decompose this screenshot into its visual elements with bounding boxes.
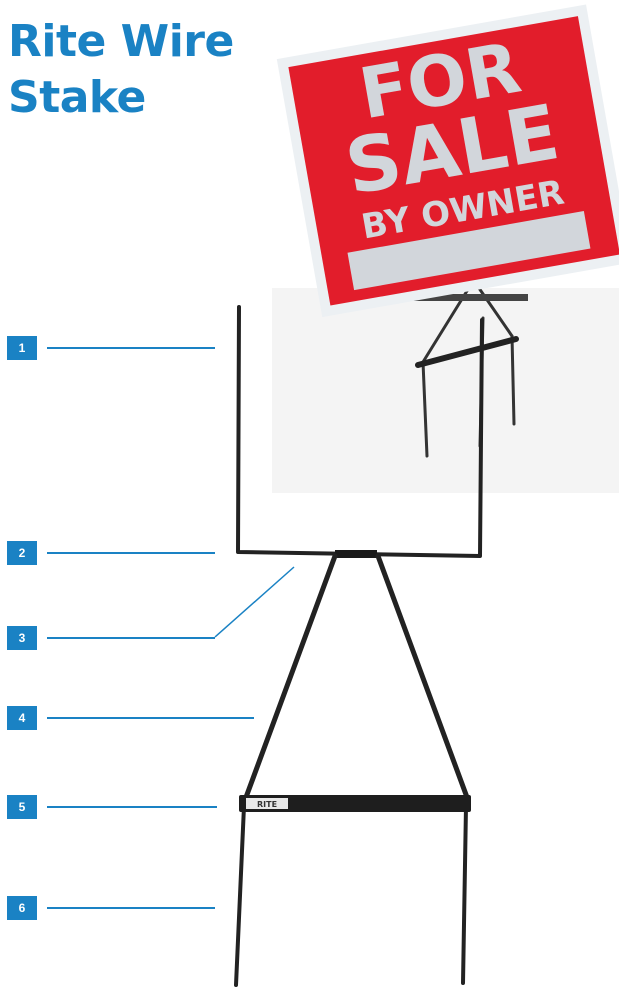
- callout-2: 2: [0, 541, 240, 565]
- callout-leader-line: [47, 806, 217, 808]
- wire-stake: [236, 307, 482, 985]
- callout-leader-line: [47, 347, 215, 349]
- small-stake-image: [411, 278, 528, 456]
- callout-badge: 4: [7, 706, 37, 730]
- callout-leader-line: [47, 907, 215, 909]
- callout-leader-line: [47, 717, 254, 719]
- callout-leader-line: [47, 637, 215, 639]
- for-sale-sign: FOR SALE BY OWNER: [277, 5, 619, 318]
- callout-badge: 3: [7, 626, 37, 650]
- callout-leader-line: [47, 552, 215, 554]
- callout-badge: 6: [7, 896, 37, 920]
- callout-4: 4: [0, 706, 240, 730]
- callout-badge: 1: [7, 336, 37, 360]
- callout-badge: 2: [7, 541, 37, 565]
- callout-5: 5: [0, 795, 240, 819]
- callout-3: 3: [0, 626, 240, 650]
- callout-6: 6: [0, 896, 240, 920]
- stake-brand-text: RITE: [257, 800, 277, 809]
- callout-badge: 5: [7, 795, 37, 819]
- callout-1: 1: [0, 336, 240, 360]
